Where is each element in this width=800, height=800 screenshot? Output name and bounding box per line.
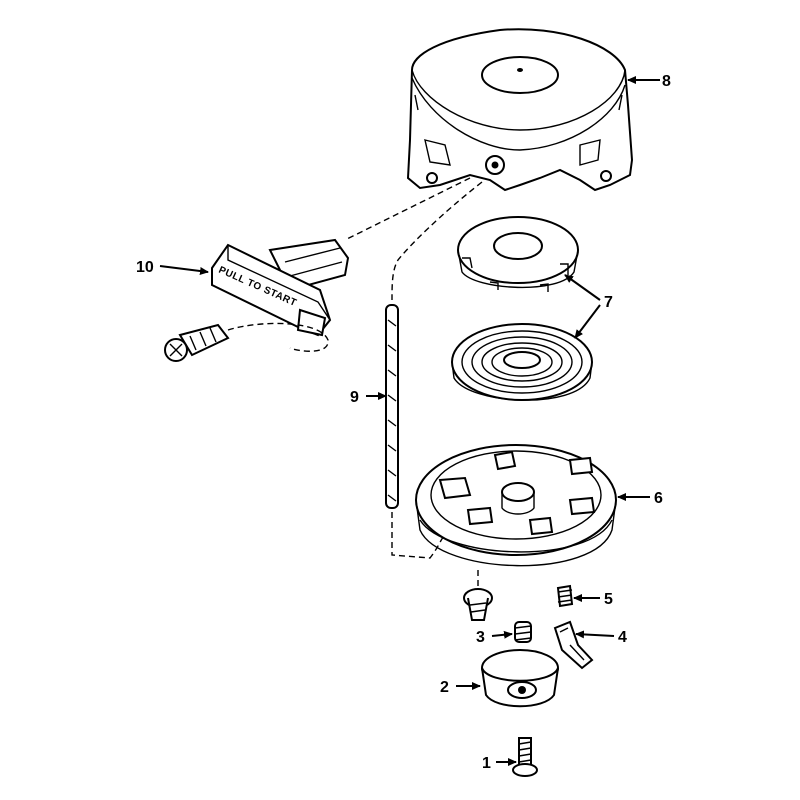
callout-7: 7 — [604, 294, 613, 311]
rope-knot — [164, 323, 230, 362]
rope-path-upper — [344, 177, 471, 241]
callout-10: 10 — [136, 259, 154, 276]
retainer-screw — [463, 588, 493, 621]
rope-path-housing — [391, 181, 483, 301]
rope-path-knot — [227, 322, 329, 352]
rope-path-lower — [391, 512, 446, 559]
callout-9: 9 — [350, 389, 359, 406]
starter-rope — [385, 304, 399, 509]
callout-2: 2 — [440, 679, 449, 696]
callout-8: 8 — [662, 73, 671, 90]
pawl — [553, 620, 594, 670]
center-screw — [512, 737, 538, 777]
callout-3: 3 — [476, 629, 485, 646]
starter-housing — [406, 28, 634, 192]
callout-4: 4 — [618, 629, 627, 646]
callout-arrows — [159, 76, 660, 766]
callout-6: 6 — [654, 490, 663, 507]
rope-pulley — [415, 444, 617, 567]
pawl-spring — [556, 584, 574, 608]
retainer-cup — [481, 649, 559, 708]
recoil-spring — [451, 323, 593, 401]
spring-cup — [457, 216, 579, 292]
callout-1: 1 — [482, 755, 491, 772]
starter-handle: PULL TO START — [211, 238, 350, 337]
brake-spring — [514, 621, 532, 643]
callout-5: 5 — [604, 591, 613, 608]
